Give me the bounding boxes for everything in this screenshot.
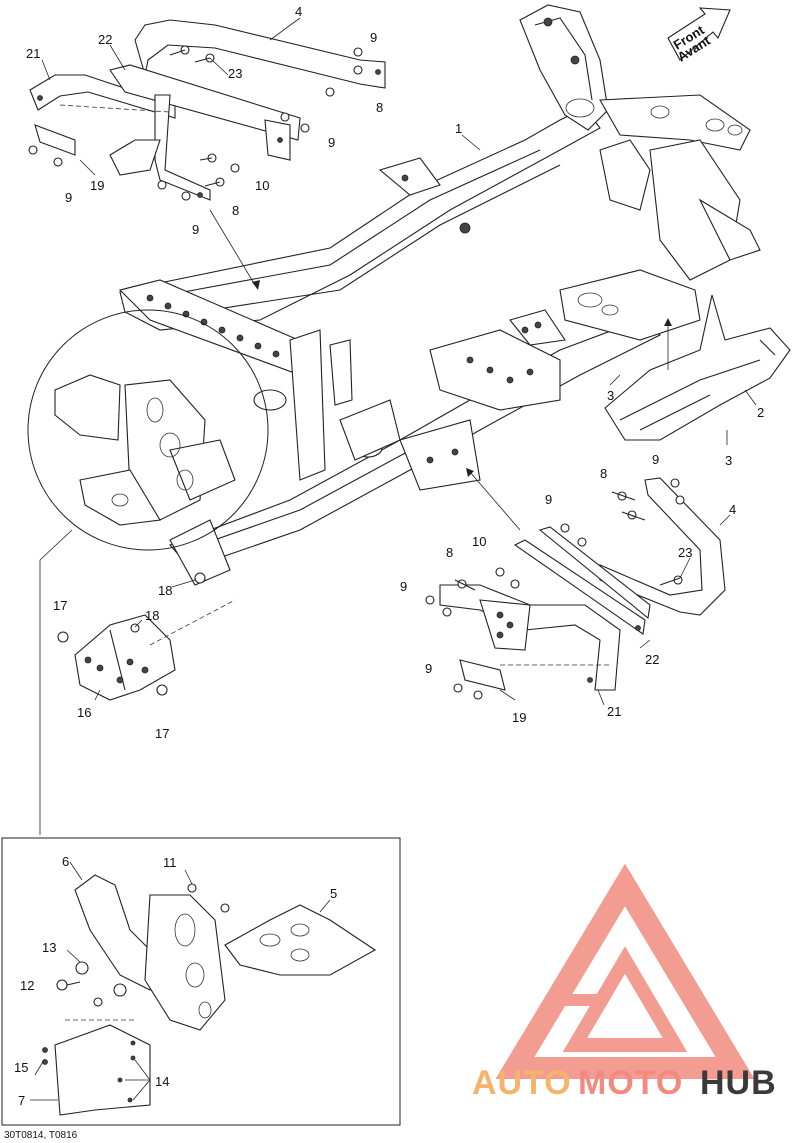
callout-21-bottom: 21: [607, 704, 621, 719]
skid-plate: [604, 294, 791, 441]
callout-3-right: 3: [725, 453, 732, 468]
front-arrow-icon: Front Avant: [667, 7, 731, 65]
callout-labels: 4 9 21 22 23 8 1 9 10 19 9 8 9 3 2 3 9 8…: [14, 4, 764, 1108]
callout-19-bottom: 19: [512, 710, 526, 725]
callout-7: 7: [18, 1093, 25, 1108]
callout-10-bottom: 10: [472, 534, 486, 549]
callout-17-top: 17: [53, 598, 67, 613]
callout-8-bottom-right: 8: [600, 466, 607, 481]
callout-15: 15: [14, 1060, 28, 1075]
callout-9-bottom-right: 9: [652, 452, 659, 467]
callout-13: 13: [42, 940, 56, 955]
callout-22-top: 22: [98, 32, 112, 47]
callout-2: 2: [757, 405, 764, 420]
watermark-text-moto: MOTO: [578, 1064, 683, 1102]
detail-circle: [27, 309, 269, 835]
callout-6: 6: [62, 854, 69, 869]
callout-4-bottom: 4: [729, 502, 736, 517]
drawing-codes: 30T0814, T0816: [4, 1130, 78, 1141]
lower-bumper-assembly: [425, 468, 726, 700]
callout-1: 1: [455, 121, 462, 136]
callout-9-bottom-lower: 9: [425, 661, 432, 676]
upper-bumper-assembly: [28, 19, 386, 290]
callout-18-left: 18: [158, 583, 172, 598]
fastener-group-bottom: [425, 478, 685, 700]
callout-23-top: 23: [228, 66, 242, 81]
callout-22-bottom: 22: [645, 652, 659, 667]
callout-9-top-bottom: 9: [192, 222, 199, 237]
fastener-group-top: [28, 45, 363, 201]
callout-8-bottom-left: 8: [446, 545, 453, 560]
watermark-text-auto: AUTO: [472, 1064, 572, 1102]
detail-box: [1, 837, 401, 1126]
detail-box-parts: [30, 874, 377, 1116]
callout-leaders: [41, 17, 757, 963]
watermark-text-hub: HUB: [700, 1064, 777, 1102]
callout-8-top-right: 8: [376, 100, 383, 115]
callout-21-top: 21: [26, 46, 40, 61]
callout-10-top: 10: [255, 178, 269, 193]
callout-3-left: 3: [607, 388, 614, 403]
callout-9-top-middle: 9: [328, 135, 335, 150]
callout-9-top-left: 9: [65, 190, 72, 205]
callout-23-bottom: 23: [678, 545, 692, 560]
callout-11: 11: [163, 855, 177, 870]
callout-8-top-left: 8: [232, 203, 239, 218]
callout-9-bottom-left: 9: [400, 579, 407, 594]
callout-4-top: 4: [295, 4, 302, 19]
front-bracket: [57, 572, 236, 701]
callout-16: 16: [77, 705, 91, 720]
callout-5: 5: [330, 886, 337, 901]
watermark-logo-icon: [495, 863, 755, 1079]
main-frame-assembly: [118, 4, 761, 586]
callout-9-bottom-middle: 9: [545, 492, 552, 507]
callout-12: 12: [20, 978, 34, 993]
callout-9-top-right: 9: [370, 30, 377, 45]
callout-17-bottom: 17: [155, 726, 169, 741]
callout-19-top: 19: [90, 178, 104, 193]
callout-18-right: 18: [145, 608, 159, 623]
callout-14: 14: [155, 1074, 169, 1089]
